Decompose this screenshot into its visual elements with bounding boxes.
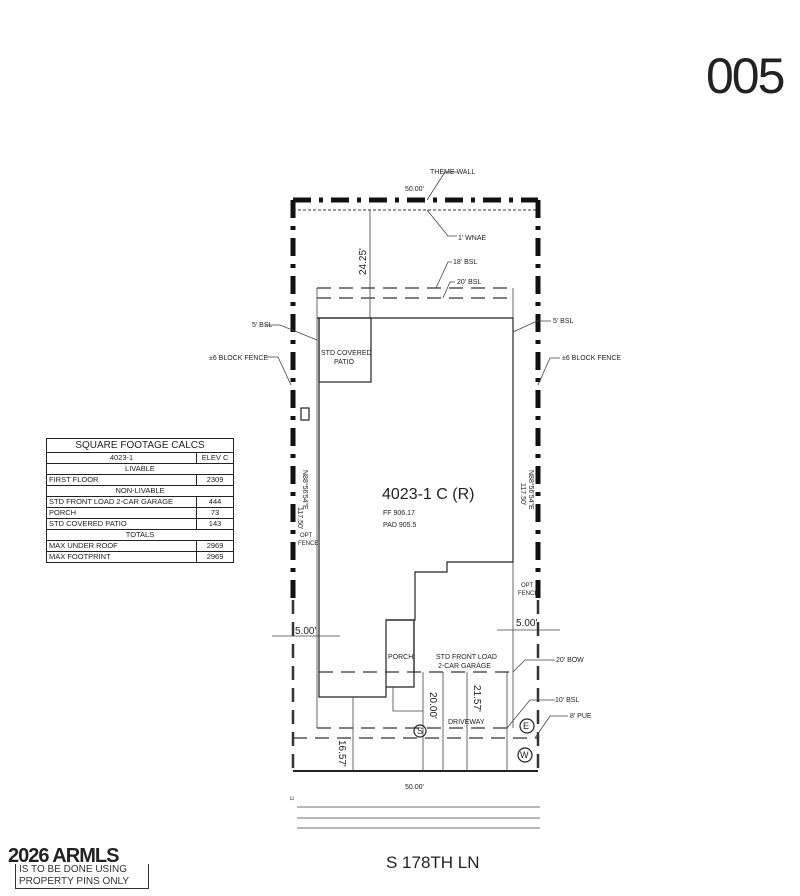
block-fence-left-label: ±6 BLOCK FENCE: [209, 355, 268, 362]
wnae-label: 1' WNAE: [458, 235, 487, 242]
opt-fence-right-label: FENCE: [518, 591, 538, 597]
bsl-18-label: 18' BSL: [453, 259, 477, 266]
driveway-label: DRIVEWAY: [448, 719, 485, 726]
driveway-dim: 20.00': [427, 692, 438, 719]
leader-lines: [265, 171, 568, 739]
garage-label: STD FRONT LOAD: [436, 654, 497, 661]
row-label: STD FRONT LOAD 2-CAR GARAGE: [45, 496, 198, 508]
row-value: 2969: [196, 551, 234, 563]
pue-label: 8' PUE: [570, 713, 592, 720]
row-label: MAX FOOTPRINT: [45, 551, 198, 563]
plan-number: 4023-1: [45, 452, 198, 464]
street-name: S 178TH LN: [386, 853, 480, 872]
left-depth-dim: 117.50': [296, 507, 303, 529]
covered-patio-label: STD COVERED: [321, 350, 372, 357]
electric-label: E: [523, 721, 529, 731]
water-icon: [517, 747, 533, 763]
block-fence-right-label: ±6 BLOCK FENCE: [562, 355, 621, 362]
house-footprint: [317, 317, 514, 712]
opt-fence-right-label: OPT: [521, 583, 534, 589]
covered-patio: [318, 317, 372, 383]
row-label: PORCH: [45, 507, 198, 519]
sewer-icon: [413, 724, 427, 738]
opt-fence-left-label: OPT: [300, 533, 313, 539]
bsl-20-label: 20' BSL: [457, 279, 481, 286]
note-box: IS TO BE DONE USING PROPERTY PINS ONLY: [15, 864, 149, 889]
theme-wall-label: THEME WALL: [430, 169, 475, 176]
staking-note: 2026 ARMLS IS TO BE DONE USING PROPERTY …: [8, 845, 149, 889]
front-setback-dim: 16.57': [336, 740, 347, 767]
row-value: 73: [196, 507, 234, 519]
row-label: FIRST FLOOR: [45, 474, 198, 486]
driveway-dim: 21.57': [471, 685, 482, 712]
utility-box-icon: [300, 407, 310, 421]
bsl-5-right-label: 5' BSL: [553, 318, 574, 325]
porch-label: PORCH: [388, 654, 413, 661]
front-width-dim: 50.00': [405, 784, 424, 791]
watermark: 2026 ARMLS: [8, 845, 119, 867]
elevation: ELEV C: [196, 452, 234, 464]
right-side-dim: 5.00': [516, 618, 537, 629]
left-bearing: N88°56'54"E: [301, 470, 309, 510]
garage-label: 2-CAR GARAGE: [438, 663, 491, 670]
section-header: TOTALS: [46, 529, 234, 541]
rear-width-dim: 50.00': [405, 186, 424, 193]
right-bearing: N88°56'54"E: [527, 470, 535, 510]
water-label: W: [520, 750, 529, 760]
note-line: PROPERTY PINS ONLY: [19, 876, 130, 887]
bow-label: 20' BOW: [556, 657, 584, 664]
finished-floor: FF 906.17: [383, 510, 415, 517]
rear-setback-dim: 24.25': [358, 248, 369, 275]
bsl-10-label: 10' BSL: [555, 697, 579, 704]
sheet-number: 005: [706, 48, 784, 104]
sewer-label: S: [417, 726, 423, 736]
plan-label: 4023-1 C (R): [382, 486, 474, 503]
left-side-dim: 5.00': [295, 626, 316, 637]
table-title: SQUARE FOOTAGE CALCS: [46, 438, 234, 453]
row-label: MAX UNDER ROOF: [45, 540, 198, 552]
monument-icon: ⌑: [290, 796, 294, 803]
note-line: IS TO BE DONE USING: [19, 864, 127, 875]
pad-elevation: PAD 905.5: [383, 522, 416, 529]
row-value: 2309: [196, 474, 234, 486]
right-depth-dim: 117.50': [519, 483, 526, 505]
row-value: 2969: [196, 540, 234, 552]
electric-icon: [519, 718, 535, 734]
opt-fence-left-label: FENCE: [298, 541, 318, 547]
section-header: LIVABLE: [46, 463, 234, 475]
row-value: 444: [196, 496, 234, 508]
row-label: STD COVERED PATIO: [45, 518, 198, 530]
row-value: 143: [196, 518, 234, 530]
bsl-5-left-label: 5' BSL: [252, 322, 273, 329]
covered-patio-label: PATIO: [334, 359, 355, 366]
section-header: NON-LIVABLE: [46, 485, 234, 497]
lot-boundary: [290, 197, 541, 772]
